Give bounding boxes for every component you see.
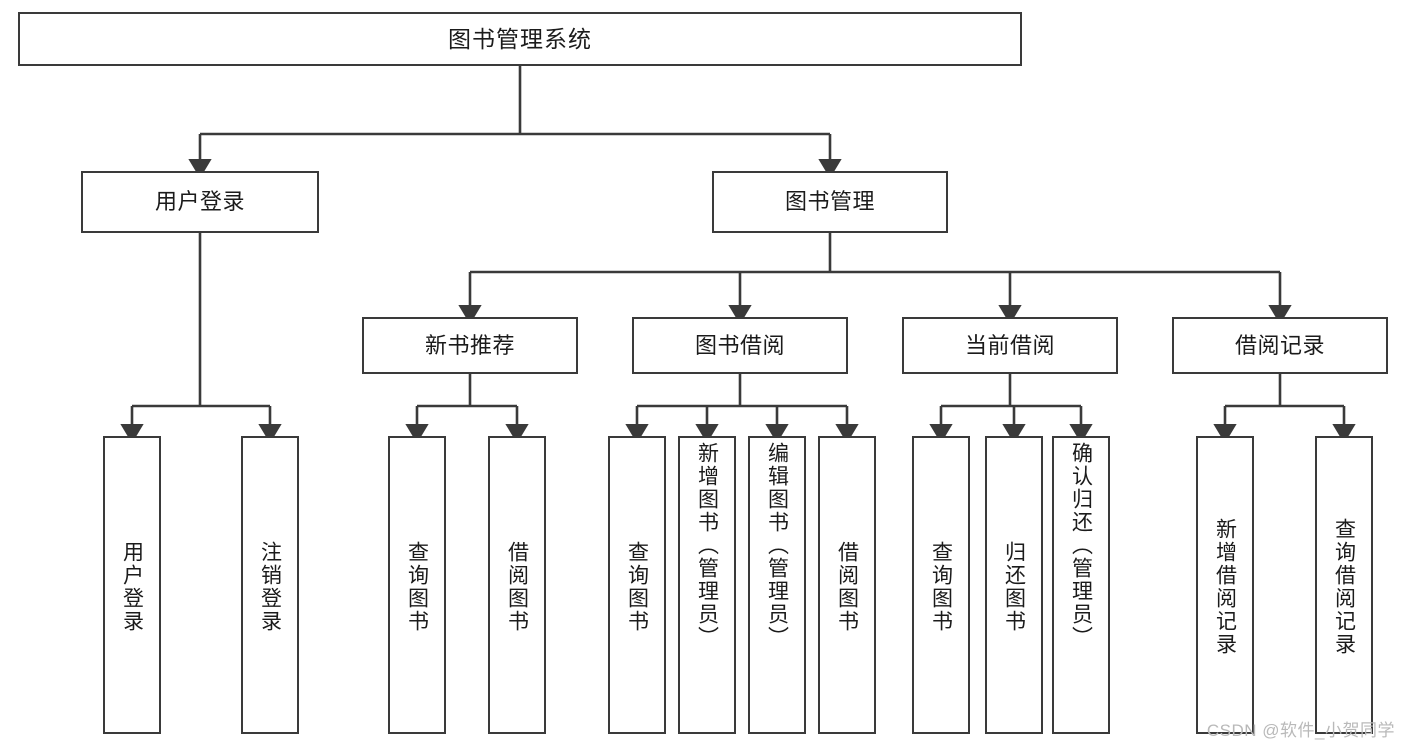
node-leaf-borrow-book-recommend[interactable]: 借阅图书: [488, 436, 546, 734]
node-label: 用户登录: [120, 541, 144, 633]
watermark: CSDN @软件_小贺同学: [1206, 721, 1395, 740]
node-label: 用户登录: [154, 189, 245, 215]
node-leaf-query-book-current[interactable]: 查询图书: [912, 436, 970, 734]
node-leaf-borrow-book[interactable]: 借阅图书: [818, 436, 876, 734]
node-label: 归还图书: [1002, 541, 1026, 633]
node-leaf-confirm-return-admin[interactable]: 确认归还（管理员）: [1052, 436, 1110, 734]
node-label: 新增借阅记录: [1213, 518, 1237, 656]
node-root-book-management-system[interactable]: 图书管理系统: [18, 12, 1022, 66]
node-label: 图书管理系统: [448, 25, 592, 52]
node-label: 查询图书: [929, 541, 953, 633]
node-leaf-add-borrow-record[interactable]: 新增借阅记录: [1196, 436, 1254, 734]
node-label: 图书借阅: [694, 332, 785, 358]
node-book-management[interactable]: 图书管理: [712, 171, 948, 233]
node-label: 查询图书: [625, 541, 649, 633]
node-user-login[interactable]: 用户登录: [81, 171, 319, 233]
node-leaf-add-book-admin[interactable]: 新增图书（管理员）: [678, 436, 736, 734]
node-leaf-query-book-borrow[interactable]: 查询图书: [608, 436, 666, 734]
node-label: 查询借阅记录: [1332, 518, 1356, 656]
node-label: 新增图书（管理员）: [695, 442, 719, 649]
node-book-borrow[interactable]: 图书借阅: [632, 317, 848, 374]
node-label: 借阅图书: [835, 541, 859, 633]
node-leaf-logout[interactable]: 注销登录: [241, 436, 299, 734]
node-borrow-record[interactable]: 借阅记录: [1172, 317, 1388, 374]
node-label: 注销登录: [258, 541, 282, 633]
node-current-borrow[interactable]: 当前借阅: [902, 317, 1118, 374]
node-leaf-query-borrow-record[interactable]: 查询借阅记录: [1315, 436, 1373, 734]
node-label: 当前借阅: [964, 332, 1055, 358]
node-label: 确认归还（管理员）: [1069, 442, 1093, 649]
node-leaf-query-book-recommend[interactable]: 查询图书: [388, 436, 446, 734]
node-label: 查询图书: [405, 541, 429, 633]
node-leaf-return-book[interactable]: 归还图书: [985, 436, 1043, 734]
node-leaf-edit-book-admin[interactable]: 编辑图书（管理员）: [748, 436, 806, 734]
node-label: 新书推荐: [424, 332, 515, 358]
node-label: 编辑图书（管理员）: [765, 442, 789, 649]
node-label: 借阅图书: [505, 541, 529, 633]
node-label: 借阅记录: [1234, 332, 1325, 358]
node-new-book-recommend[interactable]: 新书推荐: [362, 317, 578, 374]
node-leaf-user-login[interactable]: 用户登录: [103, 436, 161, 734]
node-label: 图书管理: [784, 189, 875, 215]
